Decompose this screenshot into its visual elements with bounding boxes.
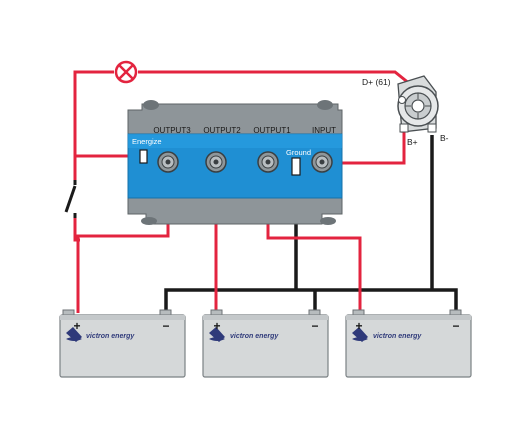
battery-2-brand: victron energy xyxy=(230,333,279,340)
output2-terminal xyxy=(205,151,227,173)
output2-label: OUTPUT2 xyxy=(203,126,241,135)
b-plus-label: B+ xyxy=(407,137,418,147)
ground-terminal xyxy=(291,157,301,176)
battery-icon xyxy=(345,309,472,378)
input-terminal xyxy=(311,151,333,173)
battery-1-brand: victron energy xyxy=(86,333,135,340)
switch-icon xyxy=(64,180,77,218)
battery-3-plus: + xyxy=(355,319,362,333)
battery-3-minus: − xyxy=(452,319,459,333)
energize-terminal xyxy=(139,149,148,164)
battery-1-plus: + xyxy=(73,319,80,333)
output1-label: OUTPUT1 xyxy=(253,126,291,135)
energize-label: Energize xyxy=(132,137,162,146)
battery-3-brand: victron energy xyxy=(373,333,422,340)
battery-icon xyxy=(202,309,329,378)
ground-label: Ground xyxy=(286,148,311,157)
battery-icon xyxy=(59,309,186,378)
alternator-icon xyxy=(397,75,439,133)
output1-terminal xyxy=(257,151,279,173)
output3-label: OUTPUT3 xyxy=(153,126,191,135)
lamp-icon xyxy=(114,60,138,84)
d-plus-label: D+ (61) xyxy=(362,77,391,87)
battery-2-minus: − xyxy=(311,319,318,333)
b-minus-label: B- xyxy=(440,133,449,143)
battery-1-minus: − xyxy=(162,319,169,333)
input-label: INPUT xyxy=(312,126,336,135)
output3-terminal xyxy=(157,151,179,173)
battery-2-plus: + xyxy=(213,319,220,333)
